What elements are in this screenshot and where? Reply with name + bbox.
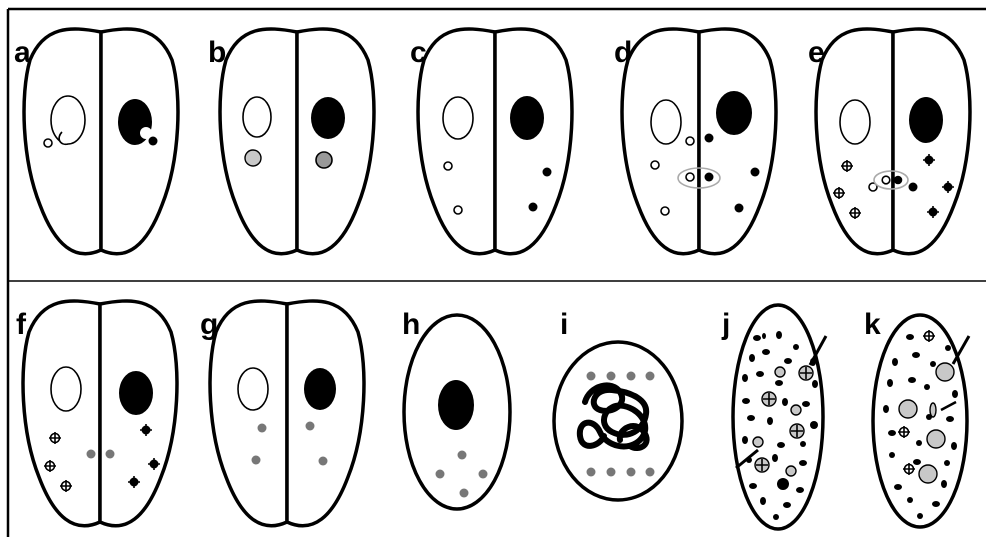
macronucleus-white bbox=[243, 97, 271, 137]
anlage-light-gray bbox=[753, 437, 763, 447]
zygotic-nucleus-gray bbox=[627, 372, 636, 381]
micronucleus-black bbox=[529, 203, 538, 212]
micronucleus-black bbox=[735, 204, 744, 213]
migratory-nucleus-black bbox=[894, 176, 903, 185]
cell-left-half bbox=[23, 301, 100, 526]
degenerating-nucleus bbox=[799, 366, 813, 380]
migratory-nucleus-black bbox=[705, 173, 714, 182]
panel-j: j bbox=[721, 305, 826, 529]
zygotic-nucleus-gray bbox=[258, 424, 267, 433]
macronucleus-white bbox=[651, 100, 681, 144]
macronucleus-black bbox=[119, 371, 153, 415]
degenerating-nucleus bbox=[755, 458, 769, 472]
nucleus-notch bbox=[140, 127, 152, 139]
cell-left-half bbox=[210, 301, 287, 526]
panel-g: g bbox=[200, 301, 364, 526]
panel-k: k bbox=[864, 308, 969, 527]
degenerating-nucleus bbox=[762, 392, 776, 406]
migratory-nucleus-white bbox=[686, 173, 694, 181]
micronucleus-black bbox=[543, 168, 552, 177]
zygotic-nucleus-gray bbox=[458, 451, 467, 460]
macronucleus-black bbox=[304, 368, 336, 410]
macronucleus-black bbox=[510, 96, 544, 140]
anlage-light-gray bbox=[775, 367, 785, 377]
micronucleus-white bbox=[44, 139, 52, 147]
macronucleus-white bbox=[443, 97, 473, 139]
cell-left-half bbox=[418, 29, 495, 254]
zygotic-nucleus-gray bbox=[607, 372, 616, 381]
micronucleus-white bbox=[686, 137, 694, 145]
panel-label-h: h bbox=[402, 308, 420, 341]
cell-right-half bbox=[297, 29, 374, 254]
zygotic-nucleus-gray bbox=[319, 457, 328, 466]
macronucleus-white bbox=[51, 96, 85, 144]
micronucleus-black bbox=[751, 168, 760, 177]
zygotic-nucleus-gray bbox=[87, 450, 96, 459]
macronucleus-black bbox=[438, 380, 474, 430]
meiotic-micronucleus-right bbox=[316, 152, 332, 168]
migratory-nucleus-white bbox=[882, 176, 890, 184]
macronuclear-anlage bbox=[899, 400, 917, 418]
panel-f: f bbox=[16, 301, 177, 526]
micronucleus-black bbox=[909, 183, 918, 192]
macronucleus-white bbox=[840, 100, 870, 144]
micronucleus-black bbox=[705, 134, 714, 143]
panel-label-j: j bbox=[721, 308, 730, 341]
exconjugant-cell bbox=[554, 342, 682, 500]
meiotic-micronucleus-left bbox=[245, 150, 261, 166]
zygotic-nucleus-gray bbox=[607, 468, 616, 477]
panel-b: b bbox=[208, 29, 374, 254]
anlage-light-gray bbox=[786, 466, 796, 476]
zygotic-nucleus-gray bbox=[436, 470, 445, 479]
macronucleus-black bbox=[716, 91, 752, 135]
cell-right-half bbox=[495, 29, 572, 254]
zygotic-nucleus-gray bbox=[627, 468, 636, 477]
panel-c: c bbox=[410, 29, 572, 254]
anlage-light-gray bbox=[791, 405, 801, 415]
degenerating-nucleus bbox=[790, 424, 804, 438]
micronucleus-white bbox=[454, 206, 462, 214]
panel-h: h bbox=[402, 308, 510, 509]
zygotic-nucleus-gray bbox=[252, 456, 261, 465]
macronuclear-anlage bbox=[919, 465, 937, 483]
panel-label-k: k bbox=[864, 308, 881, 341]
macronuclear-anlage bbox=[936, 363, 954, 381]
macronucleus-black bbox=[311, 97, 345, 139]
micronucleus-black bbox=[149, 137, 158, 146]
panel-d: d bbox=[614, 29, 776, 254]
macronucleus-white bbox=[51, 367, 81, 411]
zygotic-nucleus-gray bbox=[587, 372, 596, 381]
zygotic-nucleus-gray bbox=[106, 450, 115, 459]
cell-right-half bbox=[287, 301, 364, 526]
macronuclear-anlage bbox=[927, 430, 945, 448]
panel-label-f: f bbox=[16, 308, 27, 341]
dividing-micronucleus bbox=[930, 403, 936, 417]
zygotic-nucleus-gray bbox=[587, 468, 596, 477]
macronucleus-white bbox=[238, 368, 268, 410]
panel-i: i bbox=[554, 308, 682, 500]
zygotic-nucleus-gray bbox=[460, 489, 469, 498]
zygotic-nucleus-gray bbox=[479, 470, 488, 479]
panel-e: e bbox=[808, 29, 970, 254]
micronucleus-white bbox=[661, 207, 669, 215]
macronucleus-black bbox=[909, 97, 943, 143]
cell-left-half bbox=[220, 29, 297, 254]
zygotic-nucleus-gray bbox=[646, 372, 655, 381]
micronucleus-white bbox=[651, 161, 659, 169]
panel-a: a bbox=[14, 29, 178, 254]
panel-label-i: i bbox=[560, 308, 568, 341]
zygotic-nucleus-gray bbox=[646, 468, 655, 477]
zygotic-nucleus-gray bbox=[306, 422, 315, 431]
micronucleus-white bbox=[444, 162, 452, 170]
